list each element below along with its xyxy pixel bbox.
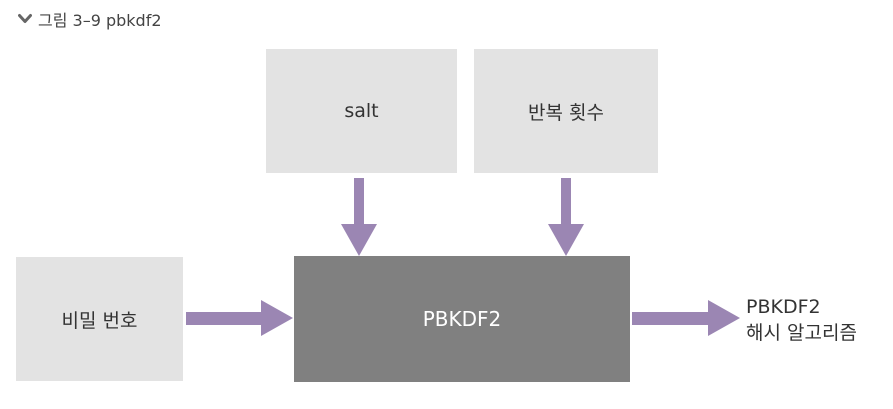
figure-caption-text: 그림 3–9 pbkdf2 bbox=[38, 11, 162, 30]
iteration-count-box: 반복 횟수 bbox=[474, 49, 658, 173]
output-line-2: 해시 알고리즘 bbox=[746, 322, 857, 344]
iteration-count-label: 반복 횟수 bbox=[528, 101, 604, 124]
arrow-iterations-to-pbkdf2 bbox=[548, 178, 584, 256]
salt-label: salt bbox=[344, 100, 379, 122]
pbkdf2-label: PBKDF2 bbox=[422, 307, 502, 331]
output-label: PBKDF2 해시 알고리즘 bbox=[746, 294, 857, 346]
chevron-down-icon bbox=[18, 14, 32, 23]
password-box: 비밀 번호 bbox=[16, 257, 183, 381]
figure-caption: 그림 3–9 pbkdf2 bbox=[18, 8, 162, 30]
pbkdf2-box: PBKDF2 bbox=[294, 256, 630, 382]
arrow-salt-to-pbkdf2 bbox=[341, 178, 377, 256]
arrow-password-to-pbkdf2 bbox=[186, 300, 293, 336]
salt-box: salt bbox=[266, 49, 457, 173]
password-label: 비밀 번호 bbox=[61, 309, 138, 332]
output-line-1: PBKDF2 bbox=[746, 296, 821, 318]
arrow-pbkdf2-to-output bbox=[632, 300, 740, 336]
